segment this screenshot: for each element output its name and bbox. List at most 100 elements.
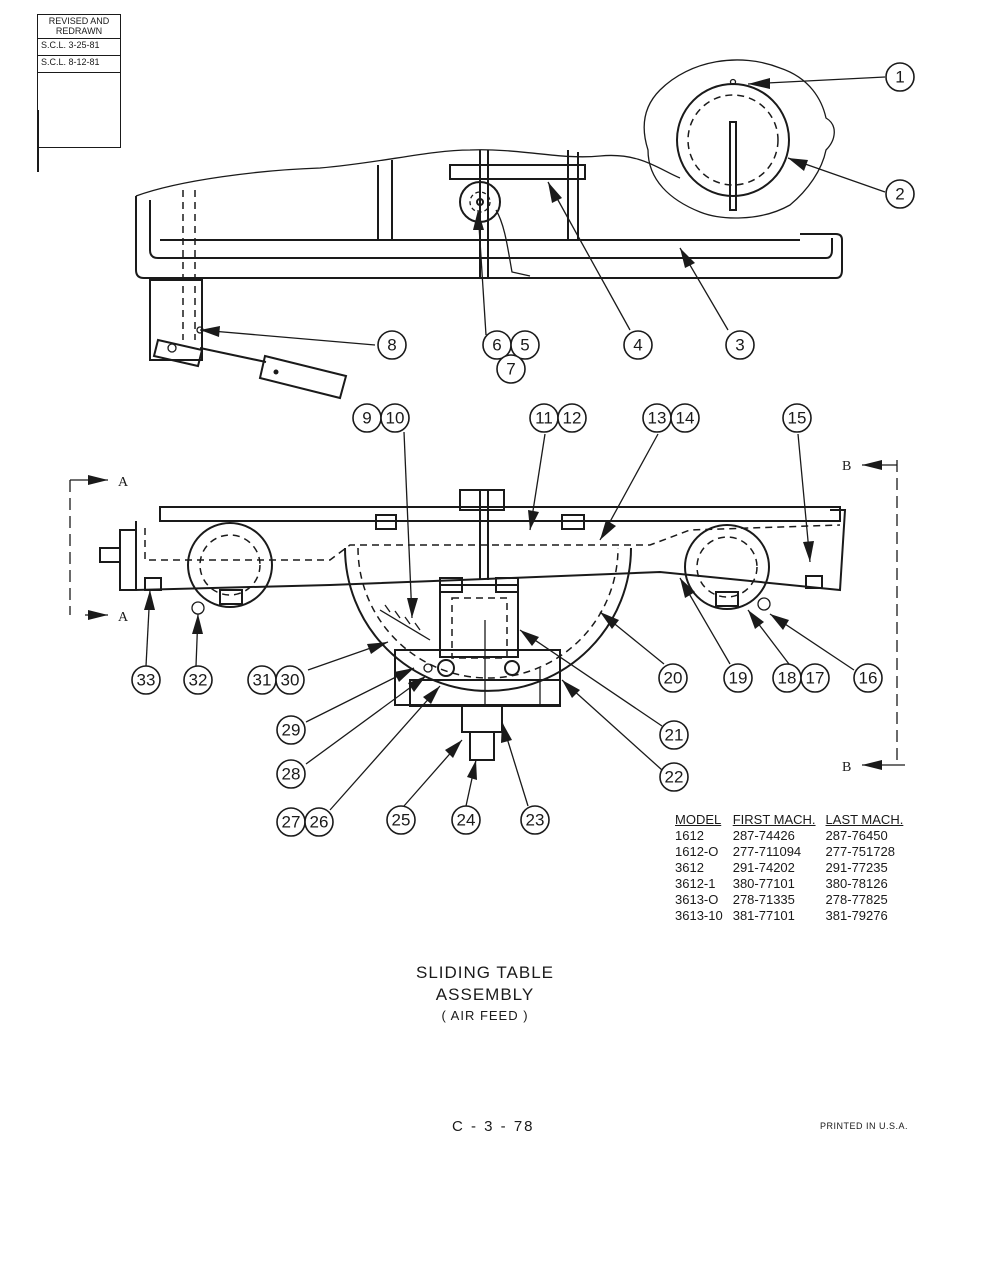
protractor-arc-inner [357, 547, 619, 679]
scale-tick [394, 610, 401, 619]
svg-text:26: 26 [310, 813, 329, 832]
callout-10: 10 [380, 403, 410, 433]
drawing-title: SLIDING TABLE [415, 963, 555, 982]
leader [477, 209, 487, 336]
svg-text:4: 4 [633, 336, 642, 355]
section-label-a-top: A [118, 475, 129, 490]
svg-text:15: 15 [788, 409, 807, 428]
cylinder-port [437, 659, 455, 677]
svg-text:2: 2 [895, 185, 904, 204]
section-arrow-b [862, 460, 882, 470]
svg-text:16: 16 [859, 669, 878, 688]
callout-33: 33 [131, 665, 161, 695]
model-cell: 3613-10 [675, 908, 723, 923]
dial-pointer [729, 121, 737, 211]
revision-header: REVISED AND REDRAWN [38, 15, 120, 39]
table-header-row: MODEL FIRST MACH. LAST MACH. [675, 812, 913, 828]
table-body [135, 196, 843, 279]
clamp-block [375, 514, 397, 530]
svg-text:18: 18 [778, 669, 797, 688]
callout-12: 12 [557, 403, 587, 433]
callout-32: 32 [183, 665, 213, 695]
svg-text:30: 30 [281, 671, 300, 690]
last-mach-cell: 277-751728 [825, 844, 895, 859]
leader-arrowhead [748, 78, 770, 89]
air-line [495, 209, 531, 277]
svg-text:7: 7 [506, 360, 515, 379]
svg-text:22: 22 [665, 768, 684, 787]
column-header-model: MODEL [675, 812, 722, 827]
pedestal-nut [495, 577, 519, 593]
table-row: 3613-10 381-77101 381-79276 [675, 908, 913, 924]
callout-20: 20 [658, 663, 688, 693]
leader-arrowhead [788, 158, 808, 171]
callout-11: 11 [529, 403, 559, 433]
dial-pin [729, 78, 737, 86]
callout-22: 22 [659, 762, 689, 792]
svg-text:25: 25 [392, 811, 411, 830]
leader [329, 685, 441, 811]
clamp-block [561, 514, 585, 530]
svg-text:11: 11 [535, 409, 553, 428]
leader [519, 629, 663, 727]
svg-text:31: 31 [253, 671, 272, 690]
leader-arrowhead [748, 610, 764, 629]
leader-arrowhead [367, 642, 388, 654]
callout-28: 28 [276, 759, 306, 789]
svg-text:29: 29 [282, 721, 301, 740]
top-side-view [135, 59, 843, 400]
leader [403, 431, 413, 619]
model-cell: 1612-O [675, 844, 719, 859]
rod-nut [461, 705, 503, 733]
svg-text:8: 8 [387, 336, 396, 355]
leader-arrowhead [473, 210, 484, 230]
end-plate [119, 529, 137, 591]
leader-arrowhead [144, 590, 155, 610]
end-bolt [805, 575, 823, 589]
table-row: 1612-O 277-711094 277-751728 [675, 844, 913, 860]
bottom-plan-view: A A B B [69, 459, 905, 775]
revision-row: S.C.L. 8-12-81 [38, 56, 120, 73]
eccentric-roller-inner [469, 191, 491, 213]
svg-text:14: 14 [676, 409, 695, 428]
pedestal-hidden [451, 597, 508, 659]
svg-text:13: 13 [648, 409, 667, 428]
degree-scale [379, 609, 431, 641]
callout-26: 26 [304, 807, 334, 837]
callout-6: 6 [482, 330, 512, 360]
leader-arrowhead [467, 760, 477, 780]
callout-24: 24 [451, 805, 481, 835]
scale-tick [404, 616, 411, 625]
first-mach-cell: 381-77101 [732, 908, 795, 923]
leader-arrowhead [394, 668, 414, 682]
svg-text:32: 32 [189, 671, 208, 690]
svg-text:33: 33 [137, 671, 156, 690]
callout-13: 13 [642, 403, 672, 433]
right-roller-inner [696, 536, 758, 598]
callout-7: 7 [496, 354, 526, 384]
detail-bubble [643, 59, 835, 219]
guide-bar [449, 164, 586, 180]
section-arrow-a [88, 475, 108, 485]
callout-16: 16 [853, 663, 883, 693]
drawing-subtitle: ( AIR FEED ) [441, 1008, 529, 1023]
dial-inner [687, 94, 779, 186]
table-row: 3612-1 380-77101 380-78126 [675, 876, 913, 892]
svg-text:1: 1 [895, 68, 904, 87]
table-row: 3613-O 278-71335 278-77825 [675, 892, 913, 908]
leader-arrowhead [407, 598, 418, 618]
callout-21: 21 [659, 720, 689, 750]
svg-text:24: 24 [457, 811, 476, 830]
callout-14: 14 [670, 403, 700, 433]
svg-text:28: 28 [282, 765, 301, 784]
cylinder-fitting [423, 663, 433, 673]
svg-text:19: 19 [729, 669, 748, 688]
lever-arm [152, 338, 204, 368]
section-arrow-b [862, 760, 882, 770]
lever-shaft [199, 347, 267, 363]
column-header-first-mach: FIRST MACH. [732, 812, 816, 827]
printed-note: PRINTED IN U.S.A. [820, 1121, 909, 1131]
callout-27: 27 [276, 807, 306, 837]
table-row: 3612 291-74202 291-77235 [675, 860, 913, 876]
section-label-b-top: B [842, 459, 851, 474]
